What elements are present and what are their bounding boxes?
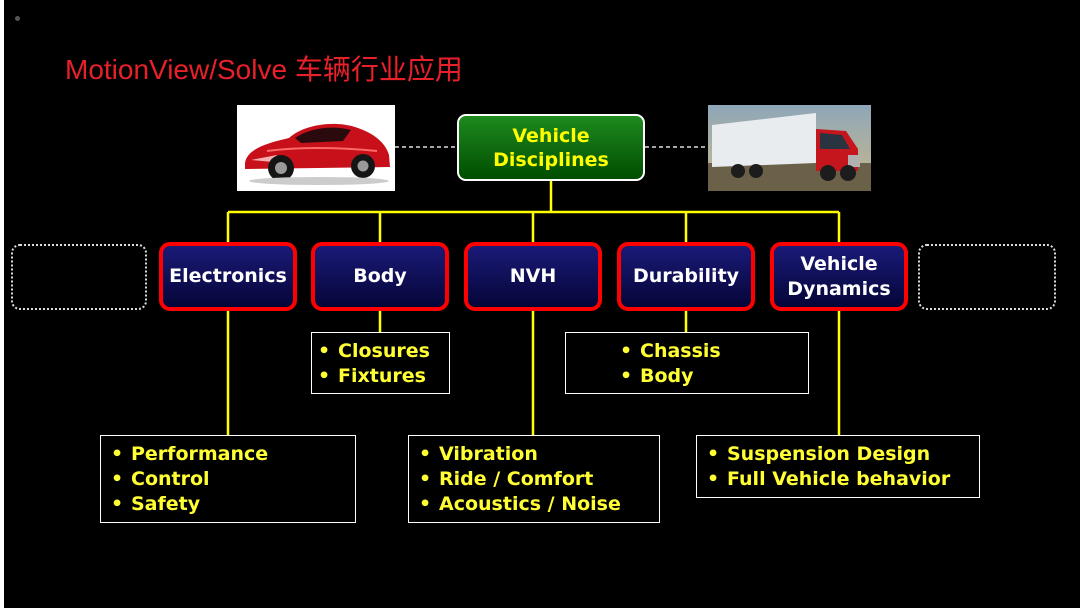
nvh-details-box: Vibration Ride / Comfort Acoustics / Noi… bbox=[408, 435, 660, 523]
discipline-label-2: Dynamics bbox=[787, 277, 891, 300]
list-item: Ride / Comfort bbox=[413, 467, 659, 492]
durability-details-box: Chassis Body bbox=[565, 332, 809, 394]
slide-dot bbox=[15, 16, 20, 21]
list-item: Safety bbox=[105, 492, 355, 517]
vehicle-disciplines-node: Vehicle Disciplines bbox=[457, 114, 645, 181]
list-item: Closures bbox=[312, 339, 449, 364]
discipline-label: Vehicle bbox=[800, 252, 878, 275]
list-item: Vibration bbox=[413, 442, 659, 467]
connector-lines bbox=[226, 146, 841, 436]
slide-title: MotionView/Solve 车辆行业应用 bbox=[65, 54, 463, 85]
discipline-label: Durability bbox=[632, 265, 740, 287]
list-item: Performance bbox=[105, 442, 355, 467]
discipline-nvh: NVH bbox=[464, 242, 602, 311]
red-sports-car-image bbox=[237, 105, 395, 191]
red-semi-truck-image bbox=[708, 105, 871, 191]
placeholder-left bbox=[11, 244, 147, 310]
discipline-label: Electronics bbox=[169, 265, 287, 287]
electronics-details-box: Performance Control Safety bbox=[100, 435, 356, 523]
list-item: Full Vehicle behavior bbox=[701, 467, 979, 492]
list-item: Chassis bbox=[614, 339, 808, 364]
discipline-label: Body bbox=[353, 265, 407, 287]
list-item: Body bbox=[614, 364, 808, 389]
root-label-line2: Disciplines bbox=[493, 148, 609, 171]
slide: MotionView/Solve 车辆行业应用 bbox=[4, 0, 1080, 608]
discipline-body: Body bbox=[311, 242, 449, 311]
dynamics-details-box: Suspension Design Full Vehicle behavior bbox=[696, 435, 980, 498]
discipline-vehicle-dynamics: Vehicle Dynamics bbox=[770, 242, 908, 311]
placeholder-right bbox=[918, 244, 1056, 310]
list-item: Fixtures bbox=[312, 364, 449, 389]
root-label-line1: Vehicle bbox=[512, 124, 590, 147]
discipline-durability: Durability bbox=[617, 242, 755, 311]
body-details-box: Closures Fixtures bbox=[311, 332, 450, 394]
list-item: Control bbox=[105, 467, 355, 492]
discipline-label: NVH bbox=[509, 265, 557, 287]
discipline-electronics: Electronics bbox=[159, 242, 297, 311]
list-item: Acoustics / Noise bbox=[413, 492, 659, 517]
list-item: Suspension Design bbox=[701, 442, 979, 467]
